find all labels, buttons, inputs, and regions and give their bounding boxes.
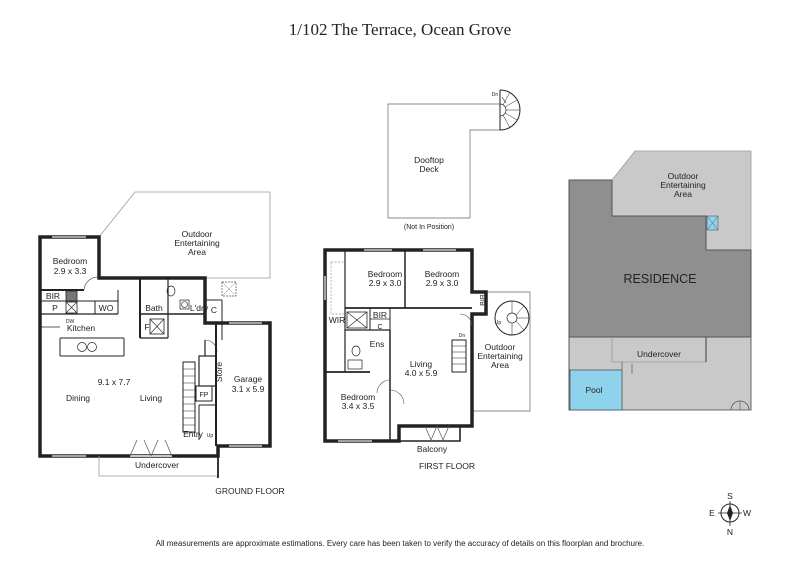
compass-rose: S E W N (709, 491, 751, 537)
ff-up-label: Up (495, 320, 502, 326)
gf-bath-label: Bath (145, 303, 163, 313)
gf-living-size: 9.1 x 7.7 (98, 377, 131, 387)
first-floor-labels: Bedroom 2.9 x 3.0 Bedroom 2.9 x 3.0 BIR … (329, 269, 523, 471)
compass-e: E (709, 508, 715, 518)
gf-bedroom-label: Bedroom (53, 256, 88, 266)
ff-bedroom-a-size: 2.9 x 3.0 (369, 278, 402, 288)
residence-footprint (568, 179, 752, 338)
ff-bedroom-b-label: Bedroom (425, 269, 460, 279)
ff-c-label: C (377, 324, 382, 331)
site-outdoor-label-1: Outdoor (668, 171, 699, 181)
gf-undercover-label: Undercover (135, 460, 179, 470)
ff-outdoor-label-2: Entertaining (477, 351, 523, 361)
roof-dn-label: Dn (492, 92, 499, 98)
ff-dn-label: Dn (459, 333, 466, 339)
rooftop-deck-outline (387, 103, 501, 219)
gf-up-label: Up (207, 433, 214, 439)
gf-f-label: F (144, 322, 149, 332)
ground-floor-plan (38, 191, 272, 478)
gf-kitchen-label: Kitchen (67, 323, 96, 333)
ff-living-label: Living (410, 359, 432, 369)
first-floor-label: FIRST FLOOR (419, 461, 475, 471)
first-floor-outer-walls (323, 248, 488, 443)
disclaimer-text: All measurements are approximate estimat… (155, 539, 645, 548)
gf-entry-label: Entry (183, 429, 204, 439)
gf-store-label: Store (214, 362, 224, 383)
compass-n: N (727, 527, 733, 537)
gf-bir-label: BIR (46, 291, 60, 301)
ff-ensuite-label: Ens (370, 339, 385, 349)
roof-note: (Not In Position) (404, 224, 454, 231)
ff-wir-label: WIR (329, 315, 346, 325)
gf-pantry-label: P (52, 303, 58, 313)
site-plan: Outdoor Entertaining Area RESIDENCE Unde… (568, 150, 752, 411)
ff-bedroom-c-label: Bedroom (341, 392, 376, 402)
ff-bedroom-c-size: 3.4 x 3.5 (342, 401, 375, 411)
gf-outdoor-label-3: Area (188, 247, 206, 257)
ff-outdoor-label-3: Area (491, 360, 509, 370)
ff-outdoor-area-outline (472, 291, 531, 412)
roof-deck-label-2: Deck (419, 164, 439, 174)
ff-living-size: 4.0 x 5.9 (405, 368, 438, 378)
ff-balcony-outline (398, 426, 461, 442)
ff-bir-label: BIR (373, 310, 387, 320)
gf-outdoor-label-2: Entertaining (174, 238, 220, 248)
site-undercover-label: Undercover (637, 349, 681, 359)
gf-bedroom-size: 2.9 x 3.3 (54, 266, 87, 276)
compass-s: S (727, 491, 733, 501)
gf-garage-size: 3.1 x 5.9 (232, 384, 265, 394)
ground-floor-label: GROUND FLOOR (215, 486, 284, 496)
gf-laundry-label: L'dry (190, 303, 209, 313)
roof-deck-label-1: Dooftop (414, 155, 444, 165)
site-residence-label: RESIDENCE (624, 272, 697, 286)
first-floor-plan (323, 248, 531, 443)
site-outdoor-label-3: Area (674, 189, 692, 199)
compass-w: W (743, 508, 751, 518)
gf-living-label: Living (140, 393, 162, 403)
ff-outdoor-label-1: Outdoor (485, 342, 516, 352)
ff-bir-right-label: BIR (480, 294, 487, 306)
ff-bedroom-a-label: Bedroom (368, 269, 403, 279)
gf-dining-label: Dining (66, 393, 90, 403)
gf-garage-label: Garage (234, 374, 263, 384)
ff-bedroom-b-size: 2.9 x 3.0 (426, 278, 459, 288)
gf-dw-label: DW (66, 319, 75, 325)
site-outdoor-label-2: Entertaining (660, 180, 706, 190)
ground-floor-labels: Bedroom 2.9 x 3.3 Outdoor Entertaining A… (46, 229, 285, 496)
rooftop-plan: Dn Dooftop Deck (Not In Position) (387, 89, 521, 231)
site-pool-label: Pool (585, 385, 602, 395)
page-title: 1/102 The Terrace, Ocean Grove (288, 20, 512, 39)
ff-balcony-label: Balcony (417, 444, 448, 454)
gf-fp-label: FP (200, 392, 209, 399)
gf-cupboard-label: C (211, 305, 217, 315)
gf-outdoor-label-1: Outdoor (182, 229, 213, 239)
gf-wo-label: WO (99, 303, 114, 313)
